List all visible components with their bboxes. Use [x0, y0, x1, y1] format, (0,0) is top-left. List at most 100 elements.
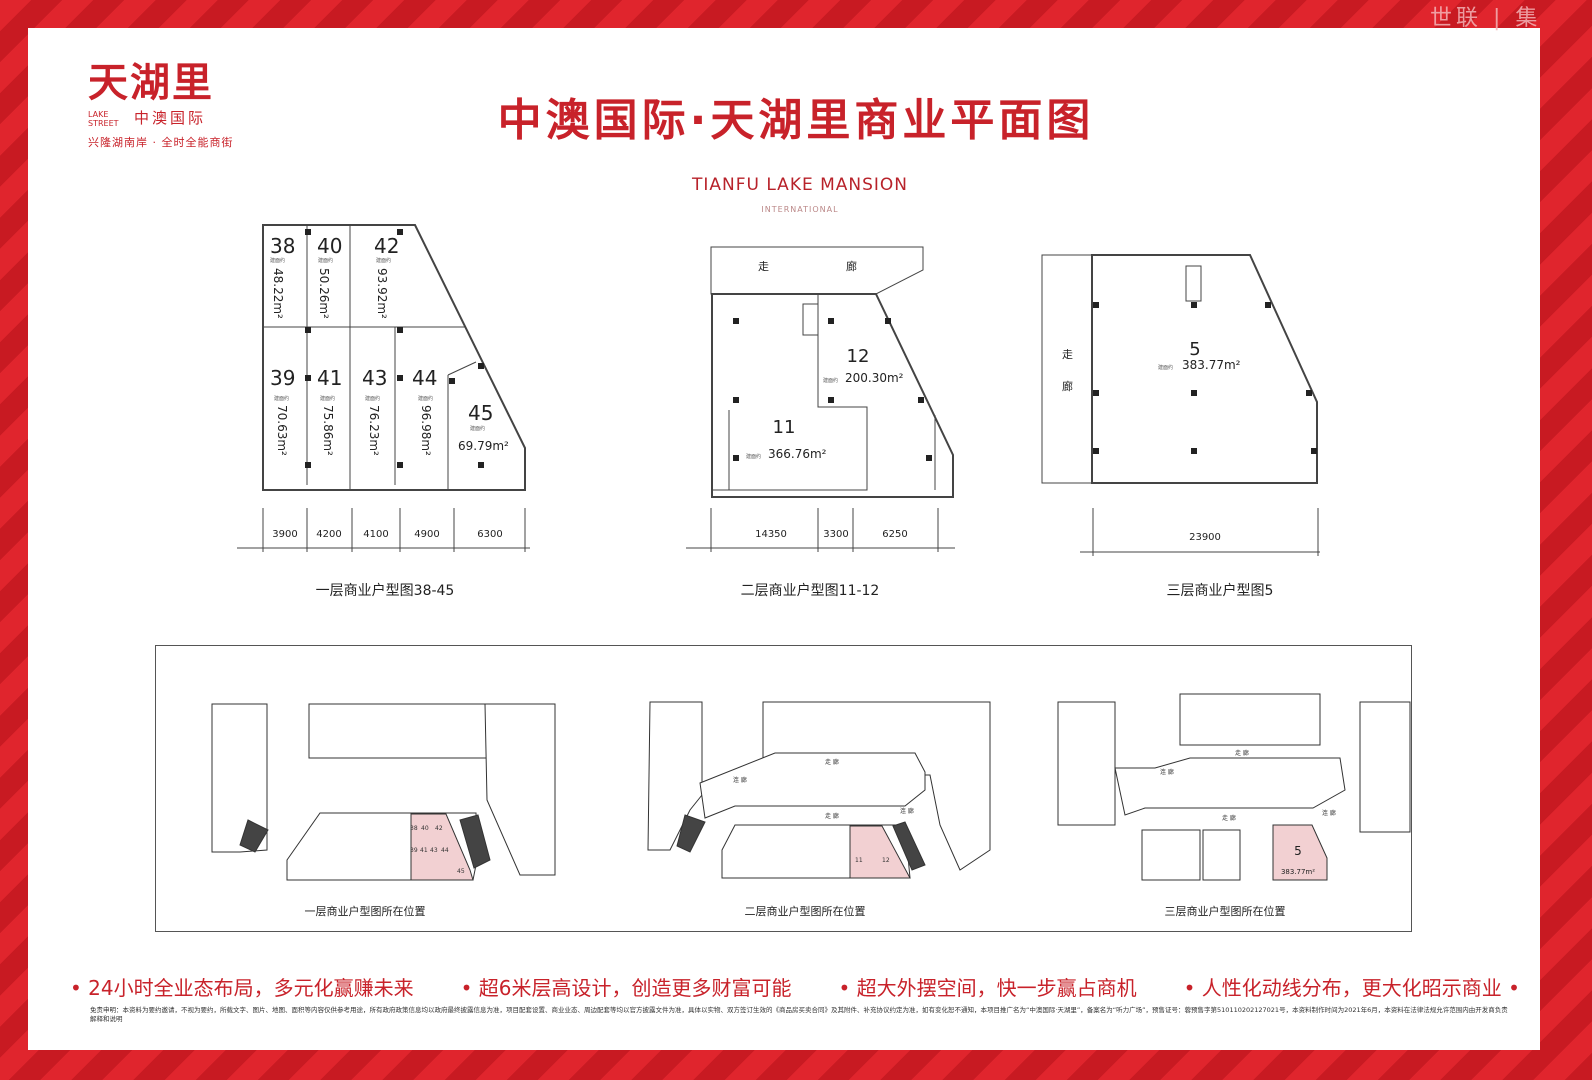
- unit-marker: 40: [421, 825, 429, 832]
- plan1-walls: [262, 224, 526, 491]
- plan1-unit-numbers: 38 40 42 39 41 43 44 45: [270, 234, 493, 425]
- unit-area: 69.79m²: [458, 439, 509, 453]
- unit-number: 43: [362, 366, 387, 390]
- corridor-label: 廊: [1062, 379, 1073, 393]
- corridor-label: 走: [1062, 348, 1073, 361]
- unit-marker: 41: [420, 847, 428, 854]
- logo-en: LAKE STREET: [88, 110, 119, 128]
- plan3-walls: [1041, 254, 1318, 484]
- dimension: 14350: [755, 529, 787, 540]
- plan3-caption: 三层商业户型图5: [1167, 582, 1274, 599]
- plan2-walls: [710, 246, 954, 498]
- unit-number: 42: [374, 234, 399, 258]
- unit-number: 5: [1189, 339, 1200, 360]
- location-map-1-units: 38 40 42 39 41 43 44 45: [410, 825, 465, 875]
- corridor-label: 连 廊: [900, 807, 914, 815]
- unit-marker: 42: [435, 825, 443, 832]
- unit-marker: 45: [457, 868, 465, 875]
- unit-marker: 43: [430, 847, 438, 854]
- unit-area: 76.23m²: [367, 405, 381, 456]
- logo: 天湖里 LAKE STREET 中澳国际 兴隆湖南岸 · 全时全能商街: [88, 60, 278, 160]
- dimension: 3300: [823, 529, 848, 540]
- brand-name: TIANFU LAKE MANSION: [691, 175, 909, 195]
- location-map-3-caption: 三层商业户型图所在位置: [1165, 904, 1286, 918]
- corridor-label: 廊: [846, 259, 857, 273]
- corridor-label: 走 廊: [825, 758, 839, 766]
- unit-area: 200.30m²: [845, 371, 904, 385]
- brand-logo: TIANFU LAKE MANSION INTERNATIONAL: [680, 175, 920, 214]
- area-tag: 建面约: [746, 453, 761, 460]
- unit-number: 39: [270, 366, 295, 390]
- plan2-dims: 14350 3300 6250: [755, 529, 908, 540]
- slogan: • 超大外摆空间，快一步赢占商机: [838, 976, 1137, 1000]
- plan2-dimension-line: [686, 508, 955, 552]
- unit-number: 11: [773, 417, 796, 438]
- unit-area: 48.22m²: [271, 268, 285, 319]
- slogan: • 人性化动线分布，更大化昭示商业 •: [1183, 976, 1520, 1000]
- plan3-columns: [1093, 302, 1317, 454]
- corridor-label: 连 廊: [1160, 768, 1174, 776]
- dimension: 4200: [316, 529, 341, 540]
- dimension: 4900: [414, 529, 439, 540]
- location-maps-box: [155, 645, 1412, 932]
- slogan: • 24小时全业态布局，多元化赢赚未来: [70, 976, 414, 1000]
- unit-area: 70.63m²: [275, 405, 289, 456]
- unit-marker: 11: [855, 857, 863, 864]
- brand-sub: INTERNATIONAL: [761, 205, 839, 214]
- location-map-3: [1057, 693, 1411, 881]
- area-tag: 建面约: [1158, 364, 1173, 371]
- location-map-3-labels: 走 廊 连 廊 走 廊 连 廊: [1160, 749, 1336, 822]
- corridor-label: 走 廊: [1222, 814, 1236, 822]
- corridor-label: 连 廊: [1322, 809, 1336, 817]
- dimension: 3900: [272, 529, 297, 540]
- area-tag: 建面约: [274, 395, 289, 402]
- area-tag: 建面约: [418, 395, 433, 402]
- unit-marker: 39: [410, 847, 418, 854]
- corridor-label: 走: [758, 260, 769, 273]
- dimension: 6250: [882, 529, 907, 540]
- watermark: 世联 | 集: [1430, 6, 1542, 31]
- unit-number: 38: [270, 234, 295, 258]
- location-map-2-labels: 走 廊 连 廊 走 廊 连 廊: [733, 758, 914, 820]
- unit-marker: 12: [882, 857, 890, 864]
- plan1-dims: 3900 4200 4100 4900 6300: [272, 529, 502, 540]
- slogans: • 24小时全业态布局，多元化赢赚未来 • 超6米层高设计，创造更多财富可能 •…: [70, 975, 1520, 1001]
- unit-area: 383.77m²: [1281, 868, 1315, 876]
- disclaimer: 免责申明：本资料为要约邀请，不视为要约，所载文字、图片、地图、面积等内容仅供参考…: [90, 1006, 1508, 1023]
- plan1-dimension-line: [237, 508, 530, 552]
- dimension: 23900: [1189, 532, 1221, 543]
- unit-number: 44: [412, 366, 437, 390]
- plan1-columns: [305, 229, 484, 468]
- plan1-area-tags: 建面约 建面约 建面约 建面约 建面约 建面约 建面约 建面约: [270, 257, 485, 432]
- area-tag: 建面约: [320, 395, 335, 402]
- logo-main: 天湖里: [88, 60, 214, 106]
- plan2-columns: [733, 318, 932, 461]
- plan1-caption: 一层商业户型图38-45: [316, 582, 455, 599]
- dimension: 6300: [477, 529, 502, 540]
- plan1-areas: 48.22m² 50.26m² 93.92m² 70.63m² 75.86m² …: [271, 268, 509, 456]
- unit-number: 41: [317, 366, 342, 390]
- unit-marker: 38: [410, 825, 418, 832]
- area-tag: 建面约: [823, 377, 838, 384]
- location-map-2: [647, 701, 991, 879]
- unit-marker: 5: [1294, 844, 1302, 858]
- corridor-label: 连 廊: [733, 776, 747, 784]
- unit-area: 93.92m²: [375, 268, 389, 319]
- slogan: • 超6米层高设计，创造更多财富可能: [460, 976, 792, 1000]
- corridor-label: 走 廊: [1235, 749, 1249, 757]
- unit-area: 50.26m²: [317, 268, 331, 319]
- unit-number: 45: [468, 401, 493, 425]
- area-tag: 建面约: [470, 425, 485, 432]
- unit-area: 96.98m²: [419, 405, 433, 456]
- area-tag: 建面约: [318, 257, 333, 264]
- area-tag: 建面约: [365, 395, 380, 402]
- unit-number: 40: [317, 234, 342, 258]
- unit-area: 75.86m²: [321, 405, 335, 456]
- location-map-1: [211, 703, 556, 881]
- logo-sub: 中澳国际: [134, 109, 207, 127]
- plan3-dimension-line: [1080, 508, 1320, 556]
- location-map-2-caption: 二层商业户型图所在位置: [745, 904, 866, 918]
- page-title: 中澳国际·天湖里商业平面图: [497, 95, 1095, 146]
- area-tag: 建面约: [270, 257, 285, 264]
